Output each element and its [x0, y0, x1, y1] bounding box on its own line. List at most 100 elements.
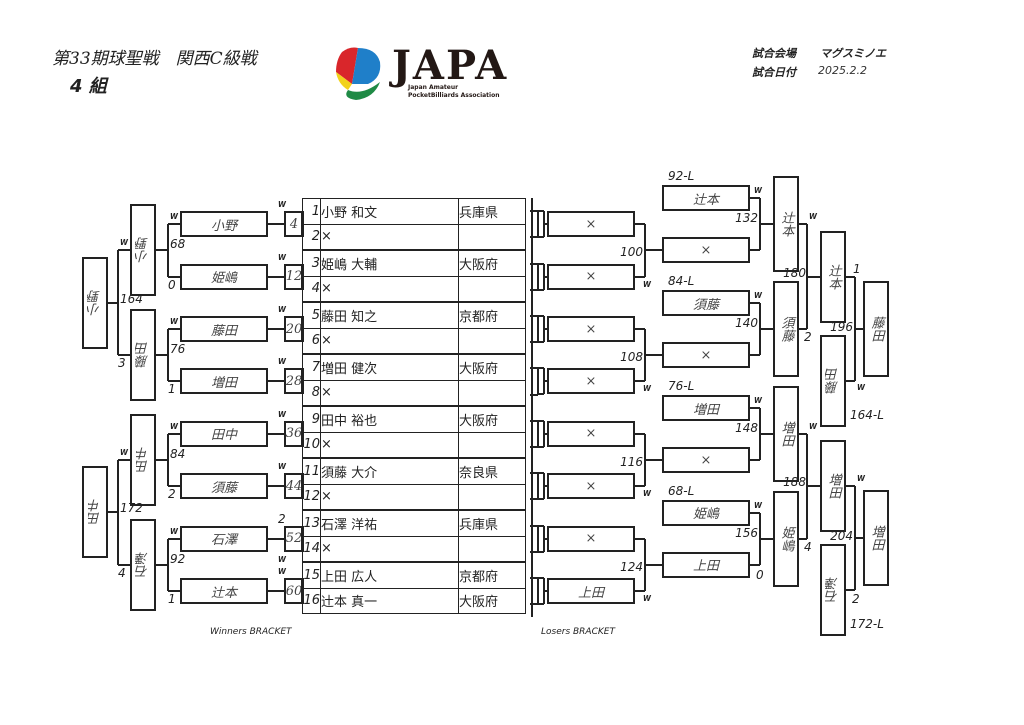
winners-r3-player-box-text: 小野	[135, 237, 151, 264]
losers-r2-result: W	[754, 396, 762, 405]
losers-r1-result: W	[643, 384, 651, 394]
connector-line	[117, 250, 119, 356]
connector-line	[530, 576, 538, 579]
entry-name: 須藤 大介	[320, 457, 459, 485]
venue-label: 試合会場	[752, 47, 796, 60]
losers-final-player-box-text: 藤田	[868, 315, 884, 342]
losers-bracket-label: Losers BRACKET	[541, 627, 615, 637]
winners-r3-match-number: 172	[120, 501, 143, 516]
losers-r3-result: 4	[804, 539, 812, 554]
connector-line	[635, 223, 645, 226]
connector-line	[538, 210, 544, 213]
entry-prefecture: 京都府	[458, 561, 526, 589]
losers-r2-match-number: 156	[735, 525, 758, 540]
connector-line	[538, 577, 544, 579]
connector-line	[537, 211, 539, 238]
connector-line	[760, 537, 773, 540]
venue-value: マグスミノエ	[820, 47, 886, 60]
connector-line	[117, 460, 119, 565]
winners-r1-match-box: 52	[284, 525, 304, 552]
winners-r3-player-box: 田中	[130, 414, 156, 506]
entry-prefecture	[458, 379, 526, 407]
winners-r2-player-box: 姫嶋	[180, 263, 268, 290]
connector-line	[544, 223, 547, 226]
losers-r2-player-box: 姫嶋	[662, 499, 750, 526]
winners-r1-match-box: 20	[284, 316, 304, 342]
entry-name: ×	[320, 379, 459, 407]
losers-r3-player-box-text: 須藤	[778, 316, 794, 343]
connector-line	[799, 537, 807, 540]
date-label: 試合日付	[752, 66, 796, 79]
entry-prefecture: 大阪府	[458, 405, 526, 433]
connector-line	[530, 419, 538, 422]
connector-line	[301, 368, 303, 395]
losers-r4-result: 1	[853, 261, 861, 276]
losers-r1-player-box: ×	[547, 525, 635, 552]
entry-number: 9	[302, 405, 321, 433]
connector-line	[750, 407, 760, 409]
losers-r1-player-box: ×	[547, 368, 635, 395]
winners-r1-match-box: 4	[284, 211, 304, 238]
winners-r3-player-box-text: 田中	[135, 447, 151, 473]
losers-r3-match-number: 180	[783, 265, 806, 280]
connector-line	[531, 198, 533, 618]
winners-r1-result: W	[278, 252, 286, 262]
losers-r2-player-box: 上田	[662, 551, 750, 578]
connector-line	[750, 302, 760, 305]
losers-r2-player-box: 増田	[662, 395, 750, 421]
connector-line	[537, 473, 539, 500]
connector-line	[118, 354, 130, 357]
losers-final-player-box-text: 増田	[868, 525, 884, 552]
losers-r2-match-number: 132	[735, 211, 758, 226]
connector-line	[530, 341, 538, 344]
winners-r1-match-box: 12	[284, 263, 304, 290]
entry-row: 14×	[302, 535, 526, 563]
entry-name: ×	[320, 535, 459, 563]
connector-line	[760, 223, 773, 226]
connector-line	[268, 223, 284, 226]
connector-line	[538, 524, 544, 527]
entry-prefecture: 大阪府	[458, 353, 526, 381]
entry-name: 辻本 真一	[320, 587, 459, 614]
winners-r3-player-box: 小野	[130, 204, 156, 297]
connector-line	[538, 236, 544, 239]
connector-line	[538, 341, 544, 343]
losers-r4-player-box-text: 辻本	[825, 263, 841, 290]
losers-r2-player-box: 須藤	[662, 290, 750, 317]
entry-name: 上田 広人	[320, 561, 459, 589]
connector-line	[538, 550, 544, 553]
losers-r1-result: W	[643, 489, 651, 499]
connector-line	[301, 263, 303, 290]
entry-number: 5	[302, 301, 321, 329]
losers-r4-result: W	[857, 382, 865, 392]
connector-line	[538, 603, 544, 605]
connector-line	[268, 590, 284, 592]
connector-line	[538, 315, 544, 317]
connector-line	[156, 459, 168, 461]
logo-wordmark: JAPA	[392, 42, 509, 89]
entry-name: 姫嶋 大輔	[320, 249, 459, 277]
entry-number: 12	[302, 483, 321, 511]
connector-line	[301, 577, 303, 605]
winners-r2-match-number: 92	[170, 551, 186, 566]
losers-r4-player-box: 藤田	[820, 334, 846, 427]
entry-number: 4	[302, 275, 321, 303]
connector-line	[750, 563, 760, 566]
connector-line	[544, 275, 547, 278]
connector-line	[807, 275, 820, 278]
losers-r4-result: 2	[852, 592, 860, 607]
connector-line	[544, 485, 547, 488]
connector-line	[750, 354, 760, 357]
connector-line	[168, 223, 180, 226]
losers-drop-label: 164-L	[850, 407, 884, 422]
connector-line	[855, 537, 863, 540]
connector-line	[537, 525, 539, 552]
winners-r2-result: 1	[168, 592, 176, 606]
losers-r3-player-box-text: 増田	[778, 421, 794, 447]
winners-r2-player-box: 小野	[180, 211, 268, 238]
connector-line	[167, 224, 169, 277]
